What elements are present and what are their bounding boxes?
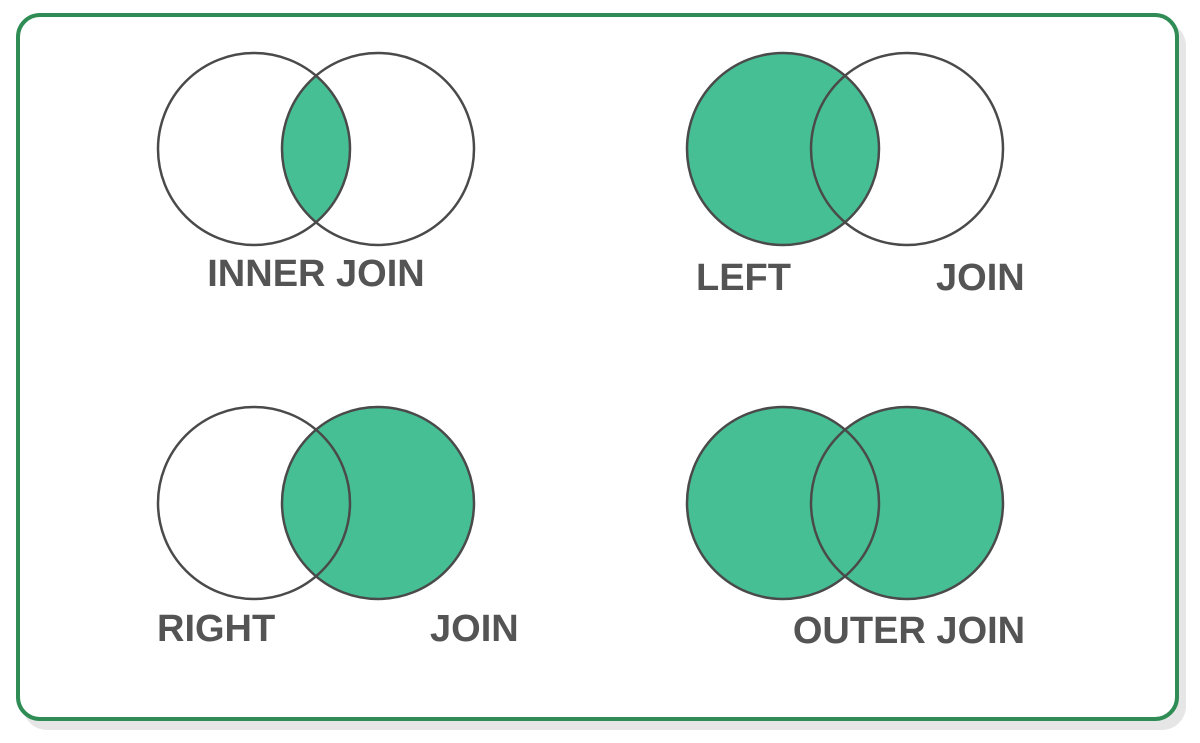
left-join-venn (685, 51, 1005, 247)
left-join-right-circle (809, 51, 1005, 247)
outer-join-label: OUTER JOIN (793, 610, 1025, 652)
card-frame (16, 13, 1179, 721)
left-join-left-circle (685, 51, 881, 247)
left-join-label-left: LEFT (696, 257, 791, 299)
inner-join-left-circle (156, 51, 352, 247)
left-join-left-fill (687, 53, 879, 245)
right-join-label-right: JOIN (430, 608, 519, 650)
inner-join-venn (156, 51, 476, 247)
left-join-label-right: JOIN (936, 257, 1025, 299)
right-join-left-circle (156, 405, 352, 601)
outer-join-venn (685, 405, 1005, 601)
inner-join-label: INNER JOIN (207, 253, 424, 295)
right-join-right-fill (282, 407, 474, 599)
right-join-venn (156, 405, 476, 601)
right-join-right-circle (280, 405, 476, 601)
inner-join-intersection (282, 53, 350, 245)
outer-join-right-circle (809, 405, 1005, 601)
outer-join-left-circle (685, 405, 881, 601)
right-join-label-left: RIGHT (157, 608, 275, 650)
inner-join-right-circle (280, 51, 476, 247)
outer-join-right-fill (811, 407, 1003, 599)
